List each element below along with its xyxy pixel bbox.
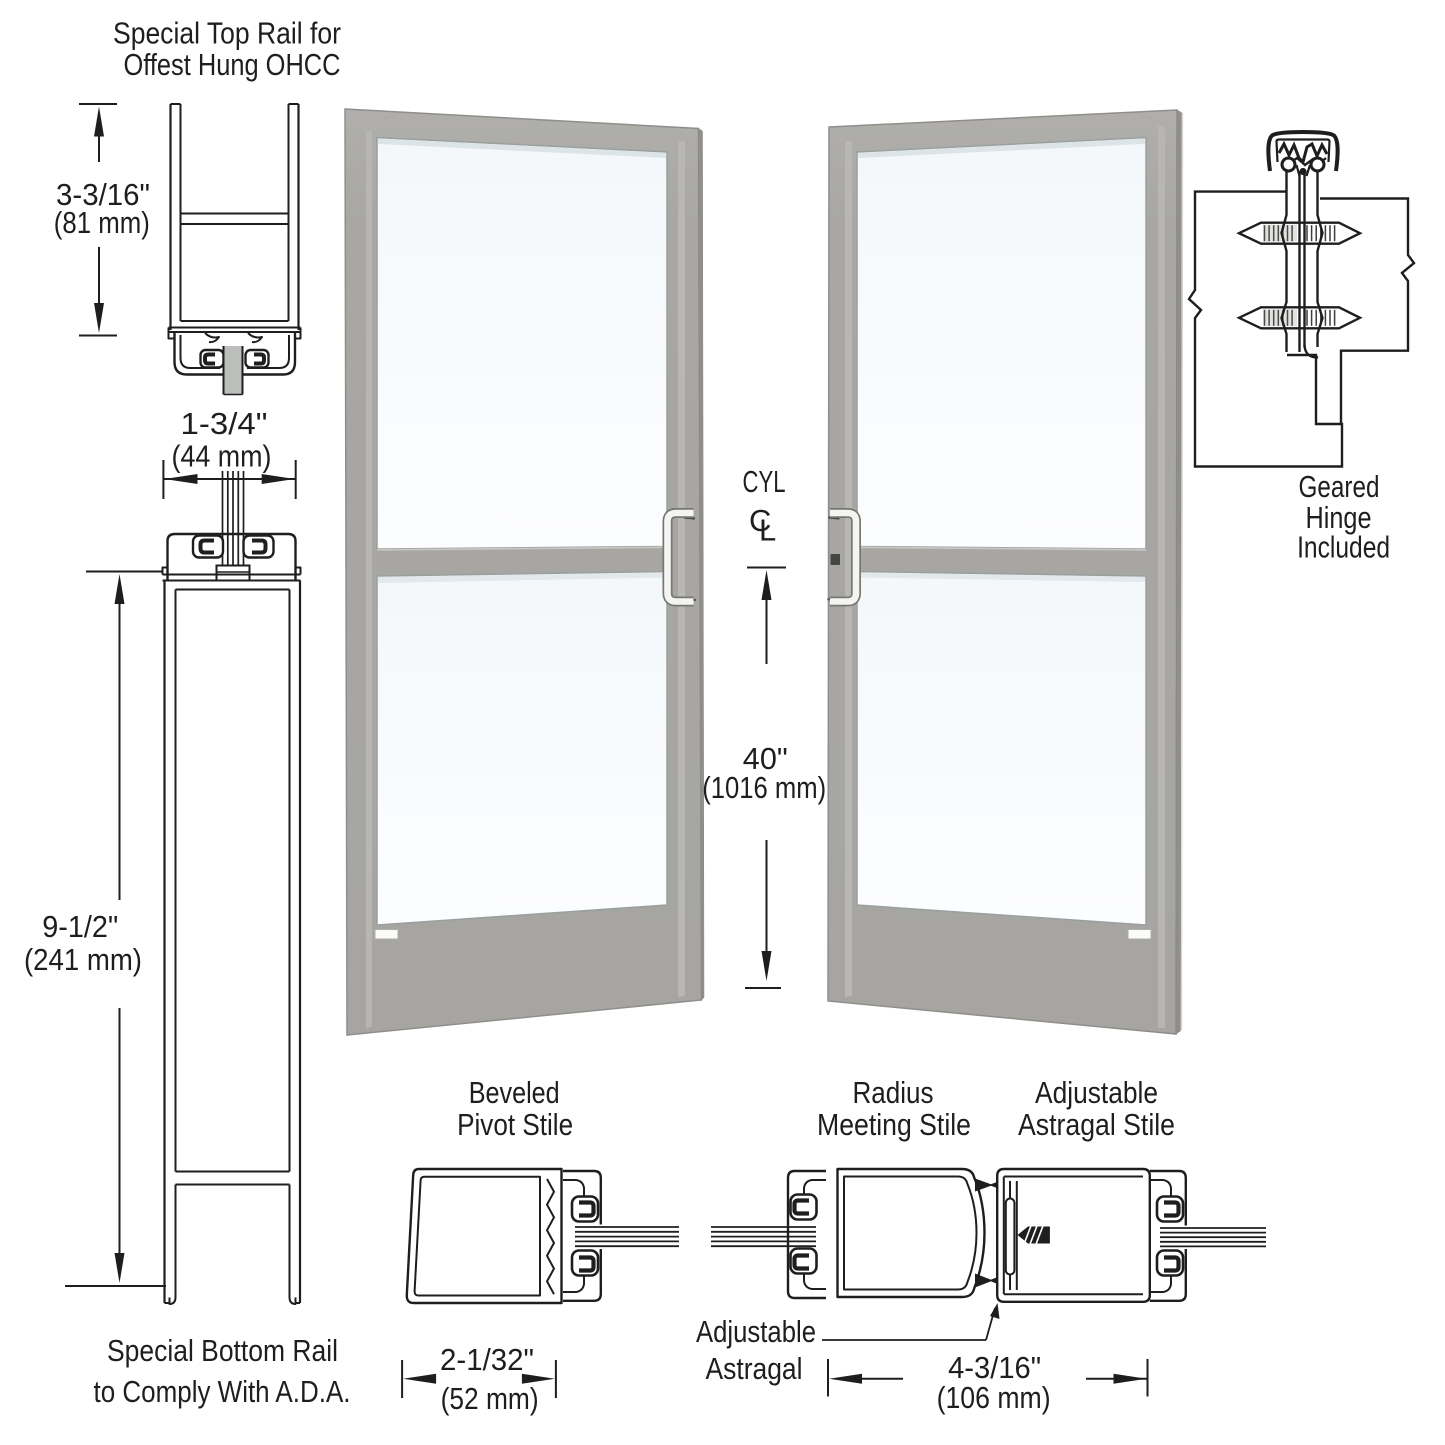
svg-text:Pivot Stile: Pivot Stile bbox=[457, 1107, 573, 1142]
svg-text:2-1/32": 2-1/32" bbox=[440, 1342, 534, 1377]
svg-text:Adjustable: Adjustable bbox=[1035, 1075, 1158, 1110]
svg-text:40": 40" bbox=[743, 741, 788, 776]
svg-text:Special Top Rail for: Special Top Rail for bbox=[113, 16, 341, 51]
svg-text:(52 mm): (52 mm) bbox=[441, 1381, 539, 1416]
svg-text:L: L bbox=[759, 513, 776, 548]
svg-text:(241 mm): (241 mm) bbox=[24, 942, 142, 977]
svg-text:Special Bottom Rail: Special Bottom Rail bbox=[107, 1333, 338, 1368]
svg-text:C: C bbox=[749, 503, 771, 538]
svg-text:CYL: CYL bbox=[743, 464, 786, 499]
svg-text:(44 mm): (44 mm) bbox=[172, 439, 272, 474]
svg-text:Meeting Stile: Meeting Stile bbox=[817, 1107, 971, 1142]
svg-text:9-1/2": 9-1/2" bbox=[42, 909, 118, 944]
svg-text:(1016 mm): (1016 mm) bbox=[702, 770, 826, 805]
svg-text:4-3/16": 4-3/16" bbox=[948, 1350, 1041, 1385]
svg-text:3-3/16": 3-3/16" bbox=[56, 177, 150, 212]
svg-text:Astragal: Astragal bbox=[706, 1351, 803, 1386]
svg-text:Adjustable: Adjustable bbox=[696, 1314, 816, 1349]
svg-text:Hinge: Hinge bbox=[1306, 500, 1372, 535]
svg-text:(106 mm): (106 mm) bbox=[937, 1380, 1051, 1415]
svg-text:Astragal Stile: Astragal Stile bbox=[1018, 1107, 1175, 1142]
svg-text:Included: Included bbox=[1297, 530, 1390, 565]
svg-text:Radius: Radius bbox=[853, 1075, 934, 1110]
svg-text:Geared: Geared bbox=[1299, 469, 1380, 504]
svg-text:(81 mm): (81 mm) bbox=[54, 205, 150, 240]
svg-text:Beveled: Beveled bbox=[469, 1075, 560, 1110]
svg-text:1-3/4": 1-3/4" bbox=[181, 406, 268, 441]
svg-text:Offest Hung OHCC: Offest Hung OHCC bbox=[124, 47, 341, 82]
svg-text:to Comply With A.D.A.: to Comply With A.D.A. bbox=[94, 1374, 351, 1409]
